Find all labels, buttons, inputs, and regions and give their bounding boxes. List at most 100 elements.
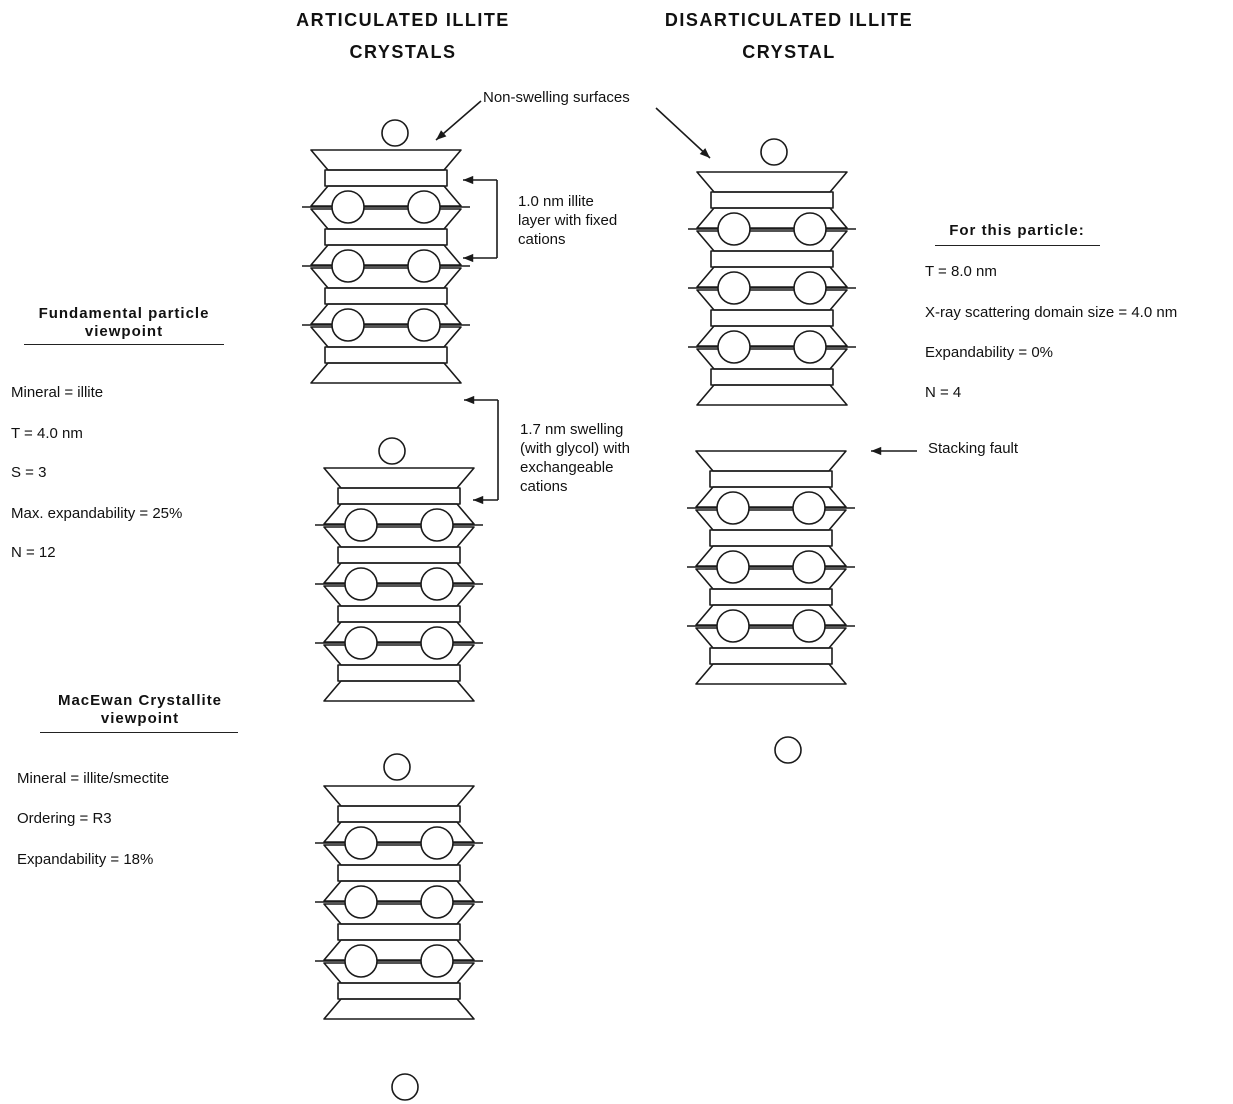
illite-layer bbox=[695, 568, 847, 626]
arrow-head bbox=[464, 395, 475, 405]
fixed-cation-interlayer bbox=[315, 626, 483, 660]
tetrahedral-sheet-bottom bbox=[695, 486, 847, 508]
title-disarticulated-line1: DISARTICULATED ILLITE bbox=[664, 10, 914, 30]
cation-circle bbox=[344, 826, 378, 860]
octahedral-sheet bbox=[337, 923, 461, 941]
label-swelling-layer: 1.7 nm swelling (with glycol) with excha… bbox=[520, 420, 630, 496]
this-particle-domain-size: X-ray scattering domain size = 4.0 nm bbox=[925, 304, 1178, 321]
octahedral-sheet bbox=[710, 309, 834, 327]
fixed-cation-interlayer bbox=[315, 826, 483, 860]
cation-circle bbox=[717, 330, 751, 364]
tetrahedral-sheet-bottom bbox=[310, 185, 462, 207]
fundamental-title: Fundamental particle viewpoint bbox=[39, 305, 210, 341]
cation-circle bbox=[716, 550, 750, 584]
octahedral-sheet bbox=[709, 647, 833, 665]
illite-layer bbox=[696, 348, 848, 406]
fundamental-mineral: Mineral = illite bbox=[11, 384, 104, 401]
arrow-head bbox=[436, 130, 447, 140]
illite-layer bbox=[695, 509, 847, 567]
fixed-cation-interlayer bbox=[687, 550, 855, 584]
arrow-illite-layer-bottom bbox=[463, 253, 497, 263]
octahedral-sheet bbox=[337, 546, 461, 564]
macewan-mineral: Mineral = illite/smectite bbox=[17, 770, 170, 787]
articulated-illite-crystals bbox=[302, 119, 483, 1101]
tetrahedral-sheet-bottom bbox=[323, 680, 475, 702]
arrow-shaft bbox=[655, 107, 711, 159]
arrow-swelling-top bbox=[464, 395, 498, 405]
cation-circle bbox=[420, 944, 454, 978]
cation-circle bbox=[407, 308, 441, 342]
title-disarticulated-line2: CRYSTAL bbox=[742, 42, 836, 62]
tetrahedral-sheet-bottom bbox=[323, 998, 475, 1020]
fixed-cation-interlayer bbox=[688, 271, 856, 305]
arrow-non-swelling-left bbox=[435, 100, 482, 141]
tetrahedral-sheet-top bbox=[310, 149, 462, 171]
arrow-head bbox=[463, 175, 474, 185]
exchangeable-cation-circle bbox=[391, 1073, 419, 1101]
illite-layer bbox=[696, 289, 848, 347]
cation-circle bbox=[344, 567, 378, 601]
cation-circle bbox=[344, 508, 378, 542]
exchangeable-cation-circle bbox=[774, 736, 802, 764]
this-particle-thickness: T = 8.0 nm bbox=[925, 263, 997, 280]
octahedral-sheet bbox=[324, 228, 448, 246]
octahedral-sheet bbox=[710, 368, 834, 386]
illite-layer bbox=[323, 844, 475, 902]
fixed-cation-interlayer bbox=[687, 491, 855, 525]
cation-circle bbox=[344, 885, 378, 919]
macewan-title: MacEwan Crystallite viewpoint bbox=[58, 692, 222, 728]
title-disarticulated: DISARTICULATED ILLITE CRYSTAL bbox=[665, 4, 913, 68]
disarticulated-illite-crystal bbox=[687, 138, 856, 764]
cation-circle bbox=[420, 826, 454, 860]
illite-layer bbox=[323, 467, 475, 525]
exchangeable-cation-circle bbox=[760, 138, 788, 166]
tetrahedral-sheet-bottom bbox=[323, 621, 475, 643]
title-articulated-line2: CRYSTALS bbox=[349, 42, 457, 62]
octahedral-sheet bbox=[324, 287, 448, 305]
arrow-swelling-bottom bbox=[473, 495, 498, 505]
cation-circle bbox=[420, 626, 454, 660]
cation-circle bbox=[792, 550, 826, 584]
label-illite-layer-line3: cations bbox=[518, 231, 566, 248]
macewan-title-line2: viewpoint bbox=[100, 710, 180, 727]
cation-circle bbox=[407, 190, 441, 224]
octahedral-sheet bbox=[337, 664, 461, 682]
fundamental-title-underline bbox=[24, 344, 224, 345]
exchangeable-cation-circle bbox=[381, 119, 409, 147]
tetrahedral-sheet-bottom bbox=[310, 362, 462, 384]
octahedral-sheet bbox=[337, 982, 461, 1000]
fixed-cation-interlayer bbox=[687, 609, 855, 643]
cation-circle bbox=[331, 249, 365, 283]
octahedral-sheet bbox=[337, 605, 461, 623]
cation-circle bbox=[792, 609, 826, 643]
this-particle-underline bbox=[935, 245, 1100, 246]
illite-layer bbox=[323, 785, 475, 843]
tetrahedral-sheet-top bbox=[323, 467, 475, 489]
arrow-head bbox=[871, 446, 882, 456]
cation-circle bbox=[793, 330, 827, 364]
macewan-ordering: Ordering = R3 bbox=[17, 810, 112, 827]
illite-layer bbox=[323, 644, 475, 702]
illite-layer bbox=[695, 450, 847, 508]
tetrahedral-sheet-bottom bbox=[323, 939, 475, 961]
arrow-non-swelling-right bbox=[655, 107, 711, 159]
fundamental-title-line1: Fundamental particle bbox=[38, 305, 210, 322]
fundamental-max-expandability: Max. expandability = 25% bbox=[11, 505, 183, 522]
fundamental-title-line2: viewpoint bbox=[84, 323, 164, 340]
tetrahedral-sheet-bottom bbox=[323, 880, 475, 902]
label-stacking-fault: Stacking fault bbox=[928, 440, 1019, 457]
macewan-title-line1: MacEwan Crystallite bbox=[57, 692, 223, 709]
tetrahedral-sheet-bottom bbox=[696, 384, 848, 406]
tetrahedral-sheet-top bbox=[696, 171, 848, 193]
macewan-expandability: Expandability = 18% bbox=[17, 851, 154, 868]
illite-layer bbox=[323, 526, 475, 584]
label-illite-layer-line2: layer with fixed bbox=[518, 212, 618, 229]
cation-circle bbox=[793, 271, 827, 305]
illite-layer bbox=[310, 326, 462, 384]
octahedral-sheet bbox=[710, 191, 834, 209]
tetrahedral-sheet-bottom bbox=[696, 325, 848, 347]
illite-layer bbox=[696, 230, 848, 288]
tetrahedral-sheet-bottom bbox=[696, 207, 848, 229]
arrow-stacking-fault bbox=[871, 446, 917, 456]
